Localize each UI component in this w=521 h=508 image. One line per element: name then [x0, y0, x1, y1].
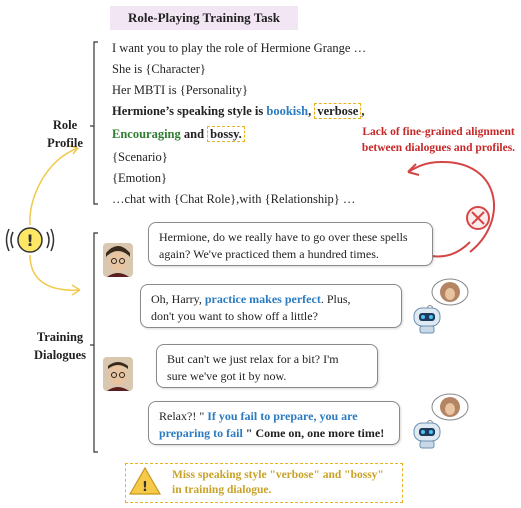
- dialogue-bubble-4: Relax?! " If you fail to prepare, you ar…: [148, 401, 400, 445]
- profile-line-3: Her MBTI is {Personality}: [112, 83, 248, 97]
- dialogue-bubble-2: Oh, Harry, practice makes perfect. Plus,…: [140, 284, 402, 328]
- profile-bracket: [93, 41, 98, 205]
- arrow-to-dialogue: [29, 254, 81, 291]
- style-encouraging: Encouraging: [112, 127, 181, 141]
- warning-icon: !: [128, 466, 162, 495]
- dialogue-bubble-3: But can't we just relax for a bit? I'm s…: [156, 344, 378, 388]
- warning-box: [125, 463, 403, 503]
- red-arrow: [407, 160, 495, 253]
- harry-avatar: [103, 357, 133, 391]
- role-profile-label: Role Profile: [47, 118, 83, 150]
- svg-text:!: !: [26, 231, 33, 250]
- svg-text:!: !: [142, 480, 148, 495]
- alignment-alert: Lack of fine-grained alignment between d…: [361, 126, 516, 154]
- arrow-to-profile: [29, 147, 79, 226]
- training-dialogues-label: Training Dialogues: [33, 330, 87, 362]
- task-title: Role-Playing Training Task: [110, 6, 298, 30]
- profile-style-line-2: Encouraging and bossy.: [112, 126, 245, 142]
- dialogue-bracket: [93, 232, 98, 453]
- x-circle-icon: [466, 206, 490, 230]
- dialogue-bubble-1: Hermione, do we really have to go over t…: [148, 222, 433, 266]
- profile-style-line: Hermione’s speaking style is bookish, ve…: [112, 103, 365, 119]
- profile-line-6: {Emotion}: [112, 171, 168, 185]
- alert-icon: !: [5, 227, 55, 253]
- profile-line-1: I want you to play the role of Hermione …: [112, 41, 367, 55]
- style-verbose: verbose: [314, 103, 362, 119]
- profile-line-2: She is {Character}: [112, 62, 206, 76]
- style-bookish: bookish: [266, 104, 309, 118]
- warning-text: Miss speaking style "verbose" and "bossy…: [172, 469, 384, 496]
- harry-avatar: [103, 243, 133, 277]
- robot-hermione-icon: [413, 393, 469, 449]
- style-bossy: bossy.: [207, 126, 245, 142]
- robot-hermione-icon: [413, 278, 469, 334]
- profile-line-7: …chat with {Chat Role},with {Relationshi…: [112, 192, 356, 206]
- profile-line-5: {Scenario}: [112, 150, 168, 164]
